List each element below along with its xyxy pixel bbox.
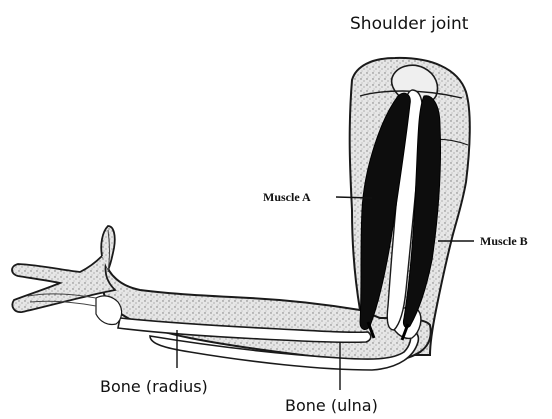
bone-radius-label: Bone (radius) bbox=[100, 377, 208, 396]
muscle-b-label: Muscle B bbox=[480, 234, 528, 248]
muscle-a-label: Muscle A bbox=[263, 190, 311, 204]
bone-ulna-label: Bone (ulna) bbox=[285, 396, 378, 415]
muscle-a-pointer bbox=[336, 197, 372, 198]
shoulder-joint-label: Shoulder joint bbox=[350, 14, 469, 34]
